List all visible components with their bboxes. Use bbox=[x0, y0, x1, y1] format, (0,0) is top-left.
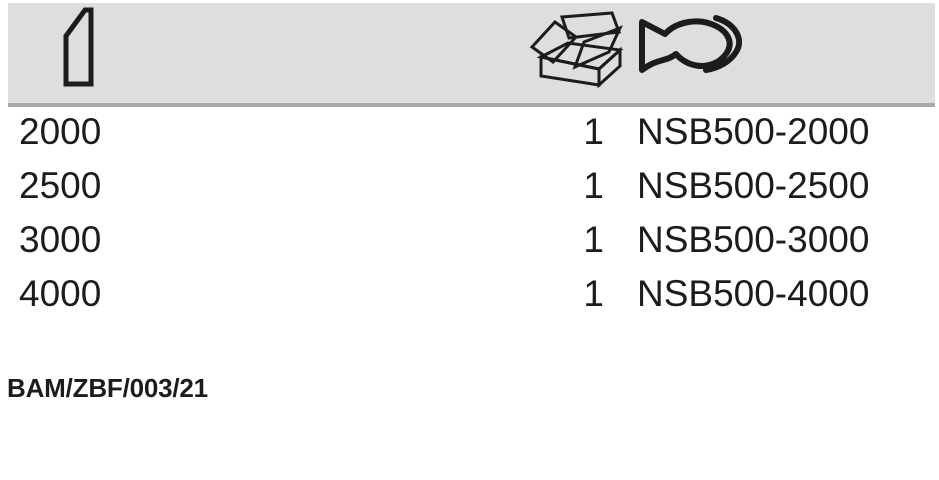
cell-length: 2500 bbox=[19, 165, 102, 206]
column-header-article-number bbox=[632, 0, 747, 101]
cell-packing: 1 bbox=[583, 219, 604, 260]
chamfered-bar-length-icon bbox=[57, 0, 117, 101]
cell-packing: 1 bbox=[583, 165, 604, 206]
cell-packing: 1 bbox=[583, 273, 604, 314]
table-header-divider bbox=[8, 103, 935, 107]
column-header-length bbox=[57, 0, 117, 101]
column-header-packing-unit bbox=[520, 0, 630, 101]
document-code: BAM/ZBF/003/21 bbox=[7, 373, 208, 403]
table-header-band bbox=[8, 3, 935, 104]
cell-article: NSB500-4000 bbox=[637, 273, 870, 314]
cell-article: NSB500-3000 bbox=[637, 219, 870, 260]
cell-length: 4000 bbox=[19, 273, 102, 314]
cell-length: 2000 bbox=[19, 111, 102, 152]
cell-length: 3000 bbox=[19, 219, 102, 260]
cell-packing: 1 bbox=[583, 111, 604, 152]
cell-article: NSB500-2500 bbox=[637, 165, 870, 206]
table-body: 2000 1 NSB500-2000 2500 1 NSB500-2500 30… bbox=[0, 107, 939, 323]
table-row: 4000 1 NSB500-4000 bbox=[0, 269, 939, 323]
open-box-packing-icon bbox=[520, 0, 630, 101]
fish-article-number-icon bbox=[632, 0, 747, 101]
table-row: 3000 1 NSB500-3000 bbox=[0, 215, 939, 269]
table-row: 2000 1 NSB500-2000 bbox=[0, 107, 939, 161]
cell-article: NSB500-2000 bbox=[637, 111, 870, 152]
table-row: 2500 1 NSB500-2500 bbox=[0, 161, 939, 215]
